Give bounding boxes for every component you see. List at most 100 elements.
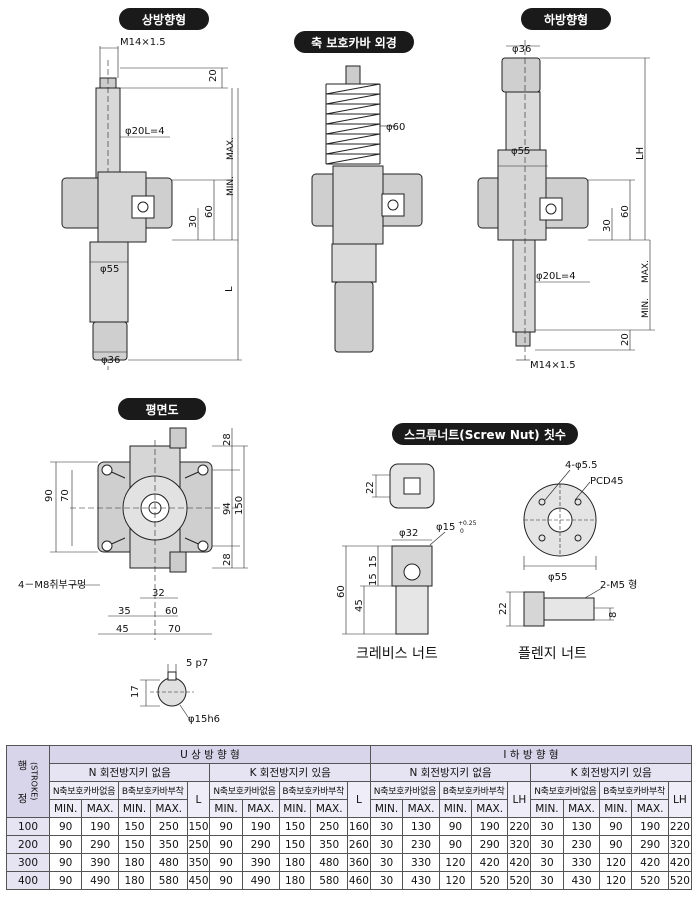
plan-d90-label: 90 (44, 489, 55, 502)
plan-d35-label: 35 (118, 606, 131, 617)
i-n-ncover: N축보호카바없음 (369, 781, 440, 800)
i-n-bcover: B축보호카바부착 (438, 781, 509, 800)
table-cell: 420 (631, 853, 669, 872)
table-cell: 30 (369, 853, 404, 872)
table-cell: 150 (278, 835, 312, 854)
u-n-ncover: N축보호카바없음 (48, 781, 120, 800)
down-d55-label: φ55 (511, 146, 530, 157)
stroke-cell: 200 (6, 835, 50, 854)
up-max-label: MAX. (226, 137, 236, 160)
up-shaft-label: φ20L=4 (125, 126, 165, 137)
table-cell: 420 (507, 853, 532, 872)
down-d30-label: 30 (602, 219, 613, 232)
key-detail-drawing (140, 664, 194, 721)
down-type-drawing (477, 40, 655, 361)
spec-table: 행 정 (STROKE) U 상 방 향 형 I 하 방 향 형 N 회전방지키… (6, 745, 693, 890)
table-cell: 30 (530, 871, 564, 890)
bellows-d60-label: φ60 (386, 122, 405, 133)
clevis-d60-label: 60 (336, 585, 347, 598)
table-cell: 90 (209, 835, 243, 854)
stroke-header-stroke: (STROKE) (29, 762, 39, 801)
minmax-cell: MIN. (118, 799, 152, 818)
drawing-canvas: M14×1.5 20 φ20L=4 MAX. MIN. 60 30 φ55 L … (18, 37, 655, 725)
plan-view-drawing (50, 427, 248, 640)
i-type-header: I 하 방 향 형 (369, 745, 693, 764)
clevis-tol-up-label: +0.25 (458, 520, 477, 527)
flange-nut-drawing (506, 469, 614, 627)
table-cell: 190 (631, 817, 669, 836)
up-type-drawing (61, 46, 242, 370)
u-k-L: L (346, 781, 371, 818)
table-cell: 230 (402, 835, 440, 854)
table-cell: 30 (369, 871, 404, 890)
table-cell: 480 (150, 853, 188, 872)
i-k-bcover: B축보호카바부착 (599, 781, 669, 800)
u-k-bcover: B축보호카바부착 (278, 781, 348, 800)
flange-d22-label: 22 (498, 602, 509, 615)
table-cell: 150 (118, 835, 152, 854)
clevis-nut-caption: 크레비스 너트 (356, 646, 438, 662)
stroke-header-row: 행 (17, 759, 28, 772)
down-d36-label: φ36 (512, 44, 531, 55)
table-cell: 180 (118, 853, 152, 872)
u-k-header: K 회전방지키 있음 (209, 763, 371, 782)
minmax-cell: MAX. (150, 799, 188, 818)
clevis-b15-label: 15 (368, 573, 379, 586)
table-cell: 420 (470, 853, 509, 872)
minmax-cell: MAX. (241, 799, 280, 818)
bellows-drawing (311, 65, 423, 353)
table-cell: 520 (667, 871, 693, 890)
flange-holes-label: 4-φ5.5 (565, 460, 597, 471)
up-d20-label: 20 (208, 69, 219, 82)
clevis-tol-dn-label: 0 (460, 528, 464, 535)
table-cell: 430 (402, 871, 440, 890)
table-cell: 490 (241, 871, 280, 890)
title-down-type: 하방향형 (521, 8, 611, 30)
flange-nut-caption: 플렌지 너트 (518, 646, 587, 662)
table-cell: 350 (310, 835, 348, 854)
table-cell: 90 (48, 835, 83, 854)
table-cell: 420 (667, 853, 693, 872)
table-cell: 30 (530, 835, 564, 854)
down-d60-label: 60 (620, 205, 631, 218)
up-L-label: L (224, 286, 235, 292)
table-cell: 290 (241, 835, 280, 854)
table-cell: 320 (507, 835, 532, 854)
table-cell: 580 (150, 871, 188, 890)
i-k-header: K 회전방지키 있음 (530, 763, 692, 782)
key-d17-label: 17 (130, 685, 141, 698)
clevis-a15-label: 15 (368, 555, 379, 568)
table-cell: 490 (81, 871, 120, 890)
stroke-header: 행 정 (STROKE) (6, 745, 50, 818)
flange-pcd-label: PCD45 (590, 476, 623, 487)
key-p7-label: 5 p7 (186, 658, 208, 669)
table-cell: 190 (241, 817, 280, 836)
stroke-header-jeong: 정 (17, 792, 28, 805)
minmax-cell: MIN. (278, 799, 312, 818)
table-cell: 180 (278, 871, 312, 890)
flange-d8-label: 8 (608, 612, 619, 618)
table-cell: 330 (402, 853, 440, 872)
plan-d28a-label: 28 (222, 433, 233, 446)
title-bellows: 축 보호카바 외경 (294, 31, 414, 53)
table-cell: 30 (369, 835, 404, 854)
table-cell: 90 (48, 853, 83, 872)
table-cell: 220 (667, 817, 693, 836)
flange-d55-label: φ55 (548, 572, 567, 583)
plan-d60-label: 60 (165, 606, 178, 617)
table-cell: 90 (209, 853, 243, 872)
stroke-cell: 100 (6, 817, 50, 836)
title-up-type: 상방향형 (119, 8, 209, 30)
table-cell: 350 (150, 835, 188, 854)
table-cell: 290 (631, 835, 669, 854)
title-screw-nut: 스크류너트(Screw Nut) 칫수 (392, 423, 578, 445)
minmax-cell: MAX. (562, 799, 601, 818)
table-cell: 360 (346, 853, 371, 872)
table-cell: 130 (402, 817, 440, 836)
table-cell: 90 (209, 871, 243, 890)
table-cell: 220 (507, 817, 532, 836)
table-cell: 390 (81, 853, 120, 872)
